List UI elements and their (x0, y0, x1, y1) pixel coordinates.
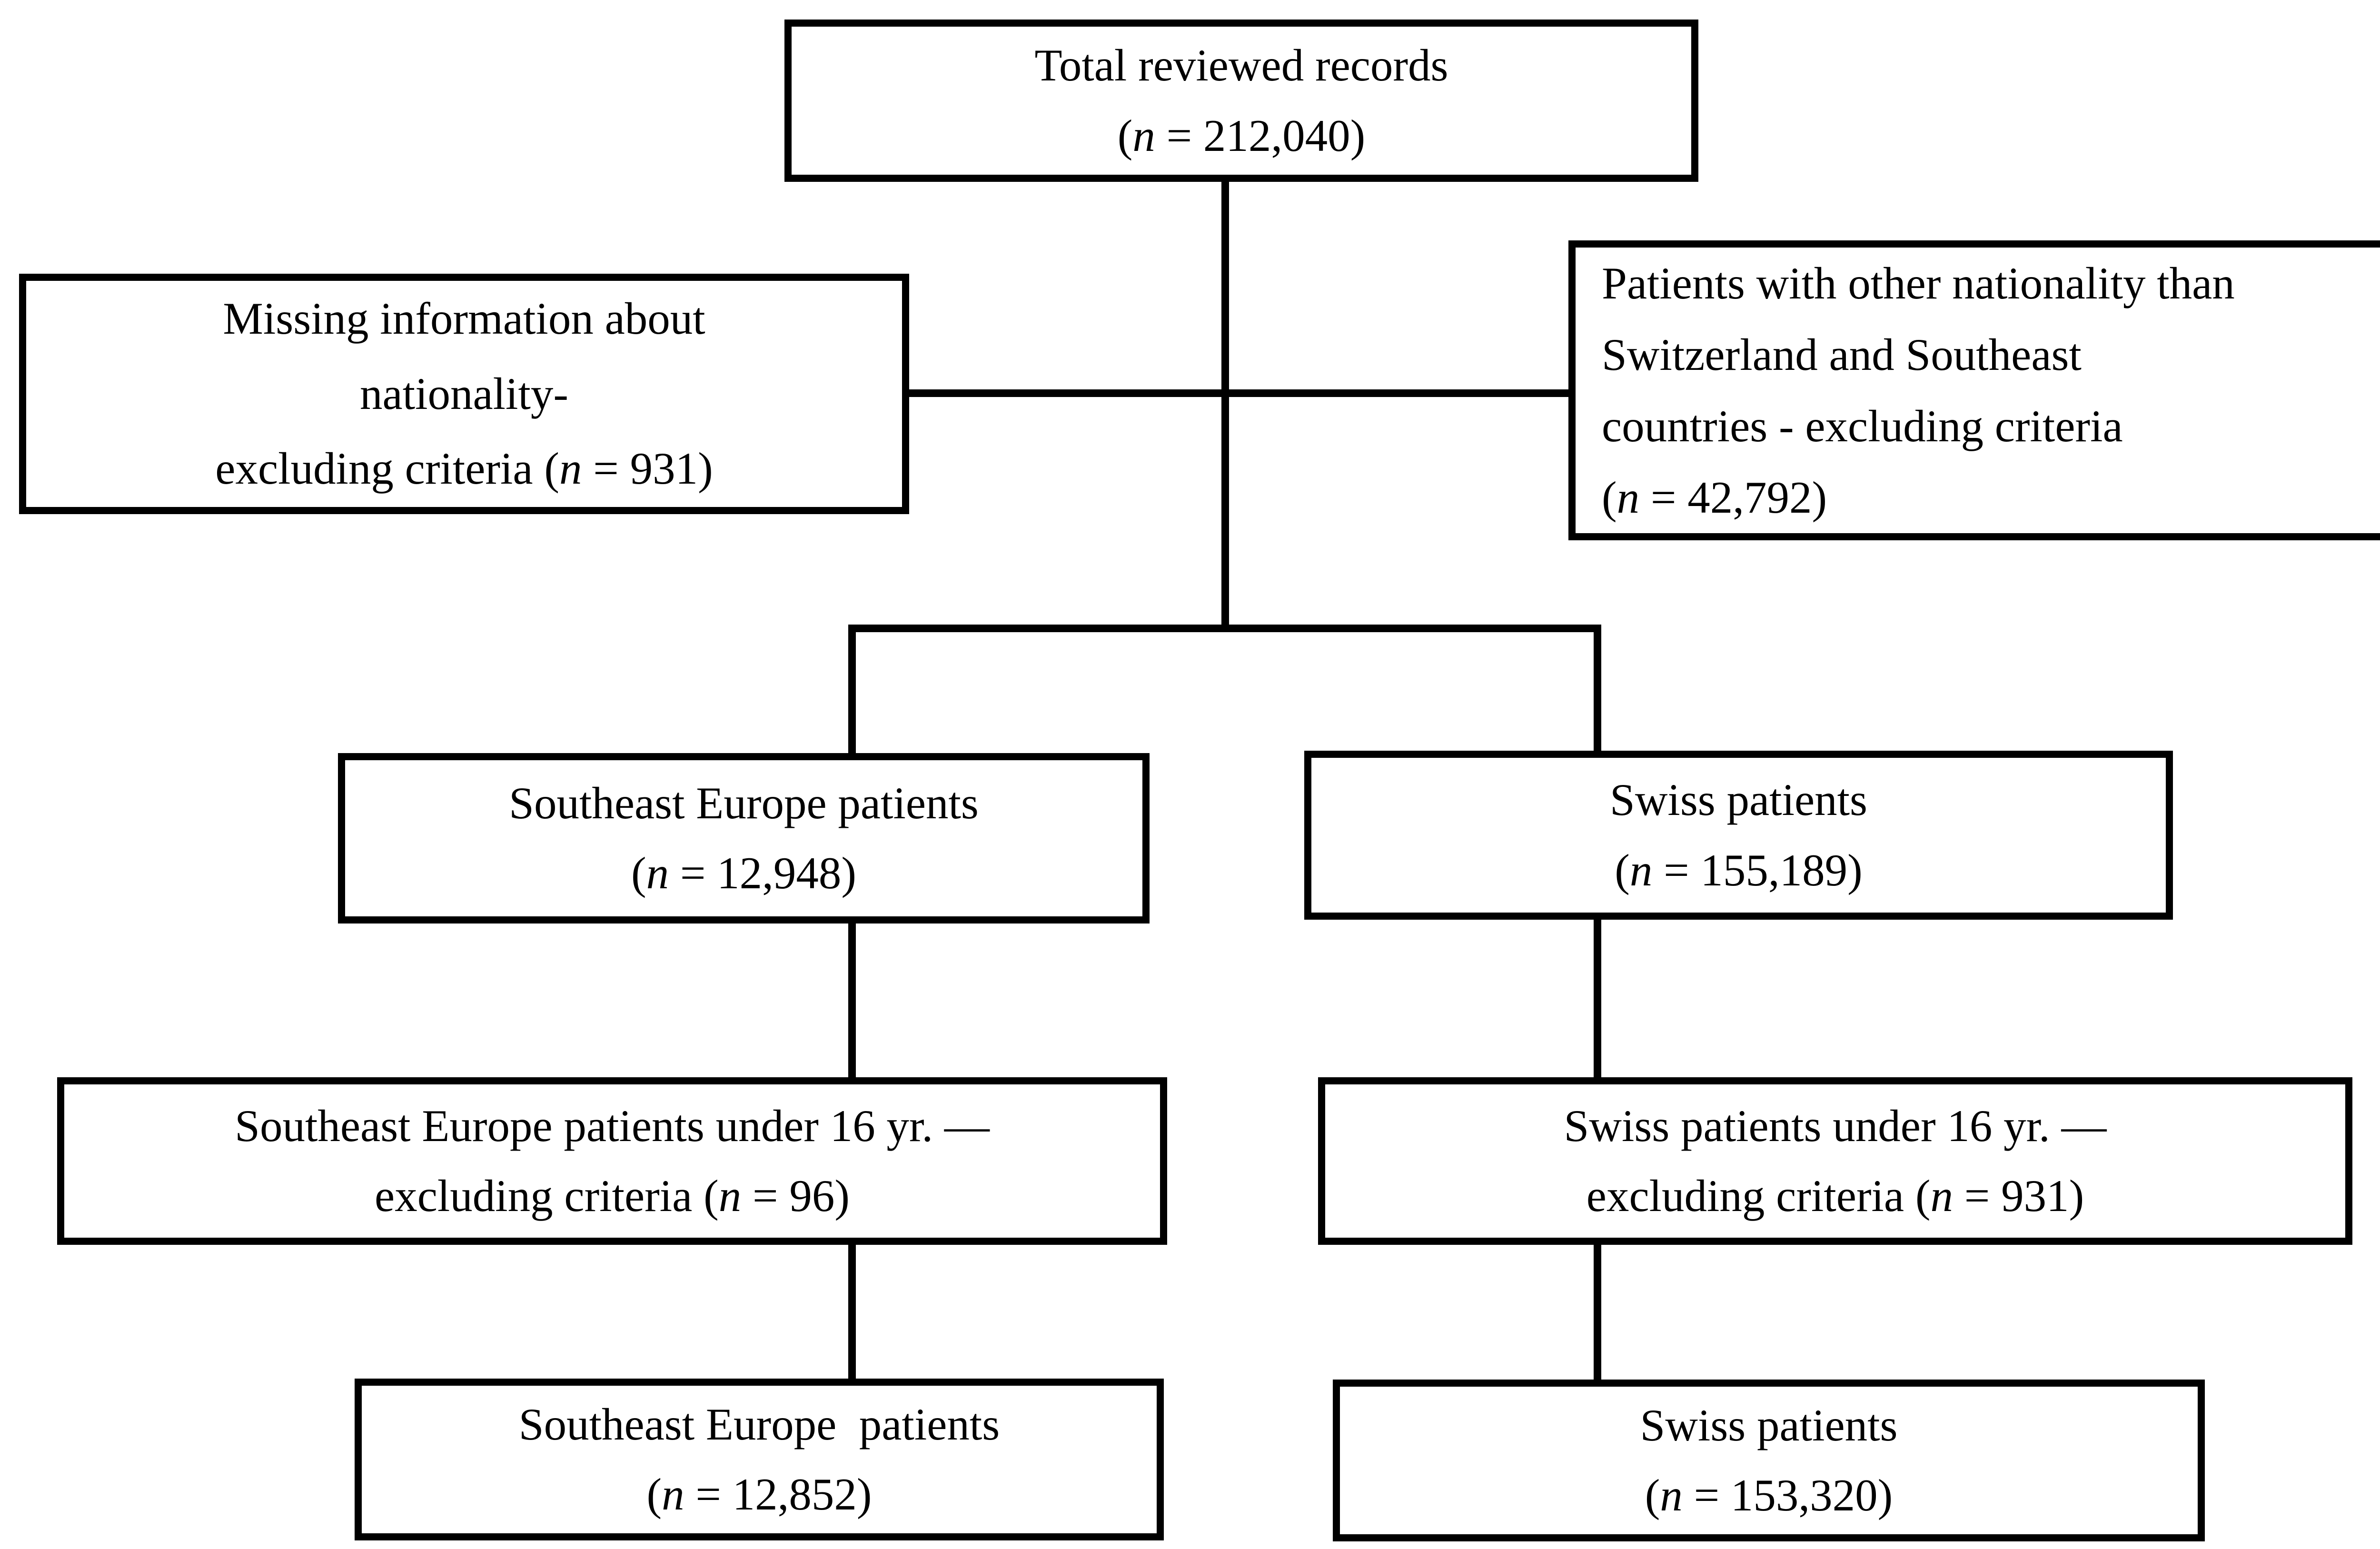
count-value: = 155,189) (1652, 844, 1863, 895)
box-title-line3: countries - excluding criteria (1602, 401, 2123, 451)
box-count: (n = 42,792) (1602, 462, 1827, 533)
n-variable: n (559, 443, 582, 494)
box-title-line2: Switzerland and Southeast (1602, 329, 2082, 380)
box-title: Total reviewed records (1034, 40, 1448, 91)
n-variable: n (718, 1171, 742, 1221)
box-swiss-patients: Swiss patients (n = 155,189) (1304, 751, 2173, 920)
count-prefix: ( (646, 1469, 662, 1519)
box-title: Southeast Europe patients under 16 yr. — (235, 1100, 990, 1151)
n-variable: n (1629, 844, 1653, 895)
count-prefix: ( (1602, 472, 1617, 523)
box-total-reviewed-records: Total reviewed records (n = 212,040) (784, 20, 1698, 182)
count-value: = 153,320) (1682, 1470, 1893, 1520)
n-variable: n (1132, 110, 1155, 161)
n-variable: n (662, 1469, 684, 1519)
box-count: excluding criteria (n = 931) (1587, 1161, 2084, 1231)
box-southeast-under16-exclusion: Southeast Europe patients under 16 yr. —… (57, 1077, 1167, 1245)
n-variable: n (1660, 1470, 1683, 1520)
box-title: Missing information about (223, 293, 705, 344)
box-title: Swiss patients (1609, 774, 1867, 825)
box-count: (n = 12,948) (631, 838, 856, 908)
connector-branch-to-swiss (1594, 625, 1601, 755)
count-value: = 212,040) (1155, 110, 1366, 161)
box-swiss-patients-final: Swiss patients (n = 153,320) (1333, 1380, 2205, 1541)
count-value: = 42,792) (1639, 472, 1827, 523)
count-prefix: excluding criteria ( (1586, 1171, 1931, 1221)
count-prefix: ( (1645, 1470, 1660, 1520)
count-value: = 96) (741, 1171, 850, 1221)
n-variable: n (1616, 472, 1640, 523)
count-value: = 12,948) (669, 848, 857, 898)
box-title: Swiss patients under 16 yr. — (1564, 1100, 2107, 1151)
box-count: (n = 12,852) (646, 1460, 872, 1529)
box-title: Southeast Europe patients (509, 777, 979, 828)
connector-under16-to-southeast-final (848, 1242, 856, 1381)
count-prefix: excluding criteria ( (375, 1171, 719, 1221)
box-title: Southeast Europe patients (518, 1399, 1000, 1450)
n-variable: n (646, 848, 669, 898)
box-title: Swiss patients (1640, 1400, 1898, 1450)
n-variable: n (1930, 1171, 1954, 1221)
box-missing-nationality-exclusion: Missing information about nationality- e… (19, 274, 909, 514)
count-value: = 12,852) (684, 1469, 872, 1519)
count-prefix: ( (1615, 844, 1630, 895)
connector-total-to-branch-vertical (1221, 182, 1229, 628)
box-southeast-europe-patients: Southeast Europe patients (n = 12,948) (338, 753, 1150, 923)
box-count: excluding criteria (n = 96) (375, 1161, 850, 1231)
box-count: (n = 155,189) (1615, 835, 1863, 905)
count-prefix: ( (631, 848, 646, 898)
box-count: (n = 153,320) (1645, 1460, 1893, 1530)
connector-southeast-to-under16 (848, 921, 856, 1080)
box-other-nationality-exclusion: Patients with other nationality than Swi… (1568, 240, 2380, 540)
connector-swiss-to-under16 (1594, 917, 1601, 1080)
box-title-line2: nationality- (360, 368, 568, 419)
connector-branch-to-southeast (848, 625, 856, 758)
count-value: = 931) (582, 443, 713, 494)
box-title: Patients with other nationality than (1602, 258, 2235, 308)
count-prefix: excluding criteria ( (215, 443, 559, 494)
count-value: = 931) (1953, 1171, 2084, 1221)
connector-branch-horizontal (848, 625, 1601, 632)
count-prefix: ( (1117, 110, 1133, 161)
box-southeast-europe-patients-final: Southeast Europe patients (n = 12,852) (355, 1379, 1164, 1540)
connector-under16-to-swiss-final (1594, 1242, 1601, 1382)
connector-exclusion-horizontal (907, 389, 1571, 397)
box-count: (n = 212,040) (1118, 101, 1366, 171)
box-swiss-under16-exclusion: Swiss patients under 16 yr. — excluding … (1318, 1077, 2352, 1245)
box-count: excluding criteria (n = 931) (215, 431, 713, 506)
